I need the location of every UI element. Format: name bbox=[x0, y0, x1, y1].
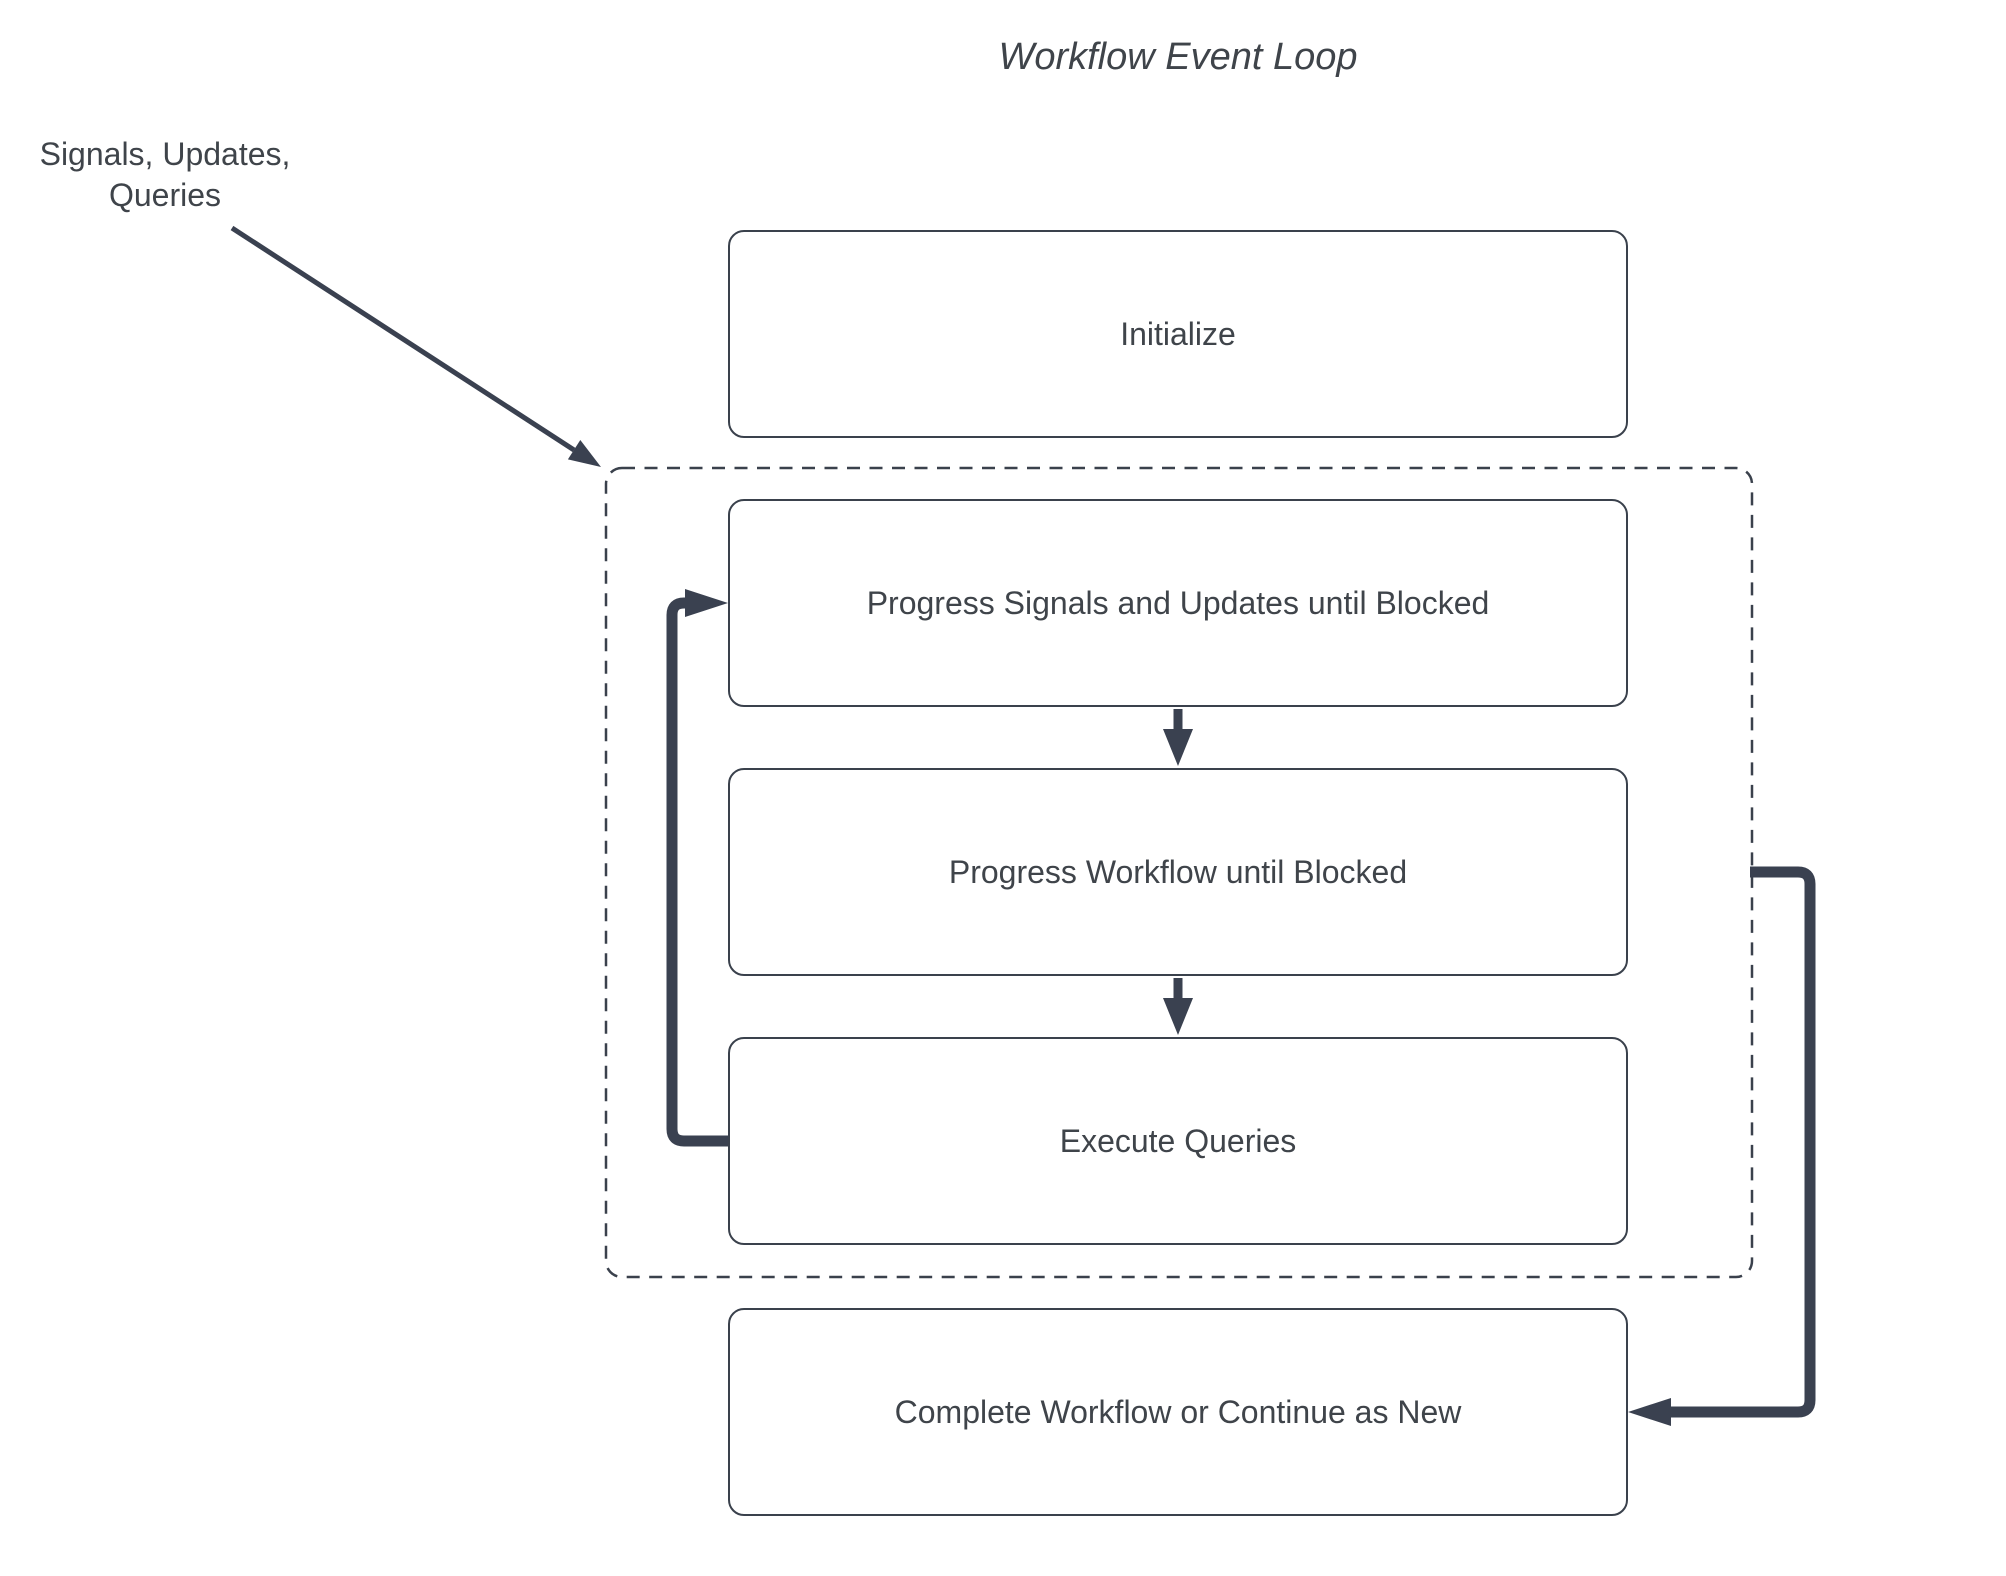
exit-arrow-line bbox=[1669, 866, 1816, 1418]
external-input-arrowhead-icon bbox=[567, 440, 601, 467]
down-arrow-1-arrowhead-icon bbox=[1163, 729, 1193, 766]
node-execute-queries: Execute Queries bbox=[728, 1037, 1628, 1245]
down-arrow-2-arrowhead-icon bbox=[1163, 998, 1193, 1035]
external-input-label-line2: Queries bbox=[108, 177, 222, 213]
node-progress-workflow: Progress Workflow until Blocked bbox=[728, 768, 1628, 976]
event-loop-dashed-container bbox=[604, 466, 1754, 1279]
external-input-label-line1: Signals, Updates, bbox=[39, 136, 291, 172]
exit-arrowhead-icon bbox=[1628, 1398, 1671, 1426]
loop-back-arrow-line bbox=[666, 597, 728, 1147]
diagram-title: Workflow Event Loop bbox=[998, 36, 1358, 78]
node-complete-or-continue: Complete Workflow or Continue as New bbox=[728, 1308, 1628, 1516]
node-progress-signals-updates: Progress Signals and Updates until Block… bbox=[728, 499, 1628, 707]
loop-back-arrowhead-icon bbox=[685, 589, 728, 617]
external-input-label: Signals, Updates, Queries bbox=[15, 134, 315, 216]
external-input-arrow-line bbox=[230, 225, 576, 453]
node-initialize: Initialize bbox=[728, 230, 1628, 438]
